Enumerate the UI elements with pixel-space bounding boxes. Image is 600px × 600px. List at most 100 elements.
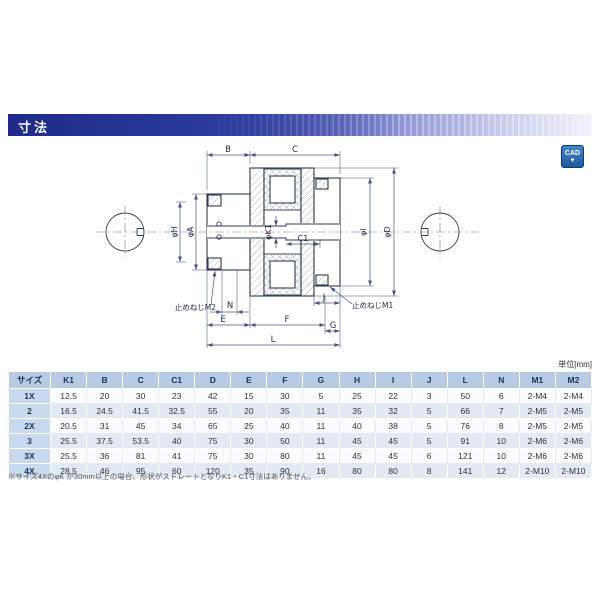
dimension-value-cell: 2-M6 — [518, 448, 556, 464]
dimension-value-cell: 5 — [302, 388, 340, 404]
dim-c: C — [250, 145, 340, 157]
dim-label-phi-i: φI — [359, 228, 368, 236]
dimension-value-cell: 12.5 — [49, 388, 88, 404]
dimension-value-cell: 121 — [446, 448, 484, 464]
column-header: L — [446, 371, 484, 389]
dimension-value-cell: 12 — [482, 463, 520, 479]
dimension-value-cell: 16 — [302, 463, 340, 479]
dimension-value-cell: 45 — [122, 418, 160, 434]
dimension-value-cell: 25.5 — [49, 448, 88, 464]
row-size-header: 2X — [8, 418, 51, 434]
dimension-value-cell: 80 — [266, 448, 304, 464]
column-header: B — [86, 371, 124, 389]
dimension-value-cell: 20 — [86, 388, 124, 404]
dimension-value-cell: 34 — [158, 418, 196, 434]
column-header: I — [374, 371, 412, 389]
dimension-value-cell: 53.5 — [122, 433, 160, 449]
dimension-value-cell: 66 — [446, 403, 484, 419]
dim-l: L — [207, 335, 340, 347]
dimension-value-cell: 76 — [446, 418, 484, 434]
column-header: J — [410, 371, 448, 389]
coupling-section-view — [206, 167, 341, 297]
dimension-value-cell: 2-M10 — [554, 463, 593, 479]
dim-f: F — [250, 315, 325, 327]
dim-label-e: E — [220, 315, 225, 325]
dimension-value-cell: 2-M6 — [554, 433, 593, 449]
dimension-value-cell: 2-M4 — [554, 388, 593, 404]
dimension-value-cell: 3 — [410, 388, 448, 404]
column-header: K1 — [49, 371, 88, 389]
dim-phi-i: φI — [340, 177, 374, 287]
dimension-value-cell: 11 — [302, 433, 340, 449]
dimension-value-cell: 80 — [338, 463, 376, 479]
dimension-value-cell: 10 — [482, 448, 520, 464]
dimension-value-cell: 40 — [338, 418, 376, 434]
dimension-value-cell: 20.5 — [49, 418, 88, 434]
dimension-value-cell: 6 — [410, 448, 448, 464]
header-gradient-decoration — [8, 114, 592, 136]
dim-label-phi-h: φH — [170, 226, 179, 237]
dim-label-phi-a: φA — [186, 226, 195, 237]
column-header: F — [266, 371, 304, 389]
element-hatch-bottom — [263, 253, 302, 296]
dim-label-l: L — [271, 335, 276, 345]
dimension-value-cell: 25.5 — [49, 433, 88, 449]
element-hatch-top — [263, 168, 302, 211]
dimension-value-cell: 11 — [302, 403, 340, 419]
dimension-value-cell: 40 — [158, 433, 196, 449]
dim-n: N — [210, 301, 249, 314]
dimension-value-cell: 50 — [446, 388, 484, 404]
dimension-value-cell: 35 — [230, 463, 268, 479]
dimension-value-cell: 36 — [86, 448, 124, 464]
setscrew-m1-callout: 止めねじM1 — [329, 286, 393, 310]
dim-label-phi-d: φD — [383, 226, 392, 237]
column-header: G — [302, 371, 340, 389]
dimension-value-cell: 28.5 — [49, 463, 88, 479]
dimension-value-cell: 2-M6 — [554, 448, 593, 464]
dimension-value-cell: 24.5 — [86, 403, 124, 419]
dimension-value-cell: 81 — [122, 448, 160, 464]
dim-g: G — [325, 321, 340, 333]
dimension-value-cell: 75 — [194, 448, 232, 464]
dimension-value-cell: 90 — [266, 463, 304, 479]
column-header: D — [194, 371, 232, 389]
dimension-value-cell: 2-M5 — [518, 418, 556, 434]
column-header: E — [230, 371, 268, 389]
dimension-value-cell: 2-M5 — [554, 418, 593, 434]
dim-label-j: J — [322, 293, 326, 303]
dim-label-g: G — [330, 321, 337, 331]
dimension-value-cell: 41.5 — [122, 403, 160, 419]
dimension-value-cell: 30 — [230, 448, 268, 464]
dim-e: E — [207, 315, 250, 327]
column-header: M2 — [554, 371, 593, 389]
dimension-value-cell: 15 — [230, 388, 268, 404]
dim-label-phi-k1: φK1 — [264, 224, 273, 240]
dimension-value-cell: 11 — [302, 418, 340, 434]
dimension-value-cell: 35 — [266, 403, 304, 419]
column-header: C — [122, 371, 160, 389]
section-header: 寸法 — [8, 114, 592, 136]
dimension-value-cell: 75 — [194, 433, 232, 449]
dim-label-c1: C1 — [298, 234, 309, 243]
dimension-value-cell: 35 — [338, 403, 376, 419]
dimension-value-cell: 5 — [410, 418, 448, 434]
dimension-value-cell: 22 — [374, 388, 412, 404]
dimension-value-cell: 25 — [230, 418, 268, 434]
dimension-value-cell: 23 — [158, 388, 196, 404]
cad-download-button[interactable]: CAD ▼ — [561, 145, 584, 168]
dimension-value-cell: 42 — [194, 388, 232, 404]
coupling-dimension-drawing: B C φH φA φK1 C1 — [96, 145, 480, 348]
dimension-value-cell: 31 — [86, 418, 124, 434]
dimension-value-cell: 41 — [158, 448, 196, 464]
page-title: 寸法 — [18, 120, 51, 135]
dimension-value-cell: 50 — [266, 433, 304, 449]
dimension-value-cell: 16.5 — [49, 403, 88, 419]
dimension-value-cell: 45 — [338, 448, 376, 464]
column-header: サイズ — [8, 371, 51, 389]
